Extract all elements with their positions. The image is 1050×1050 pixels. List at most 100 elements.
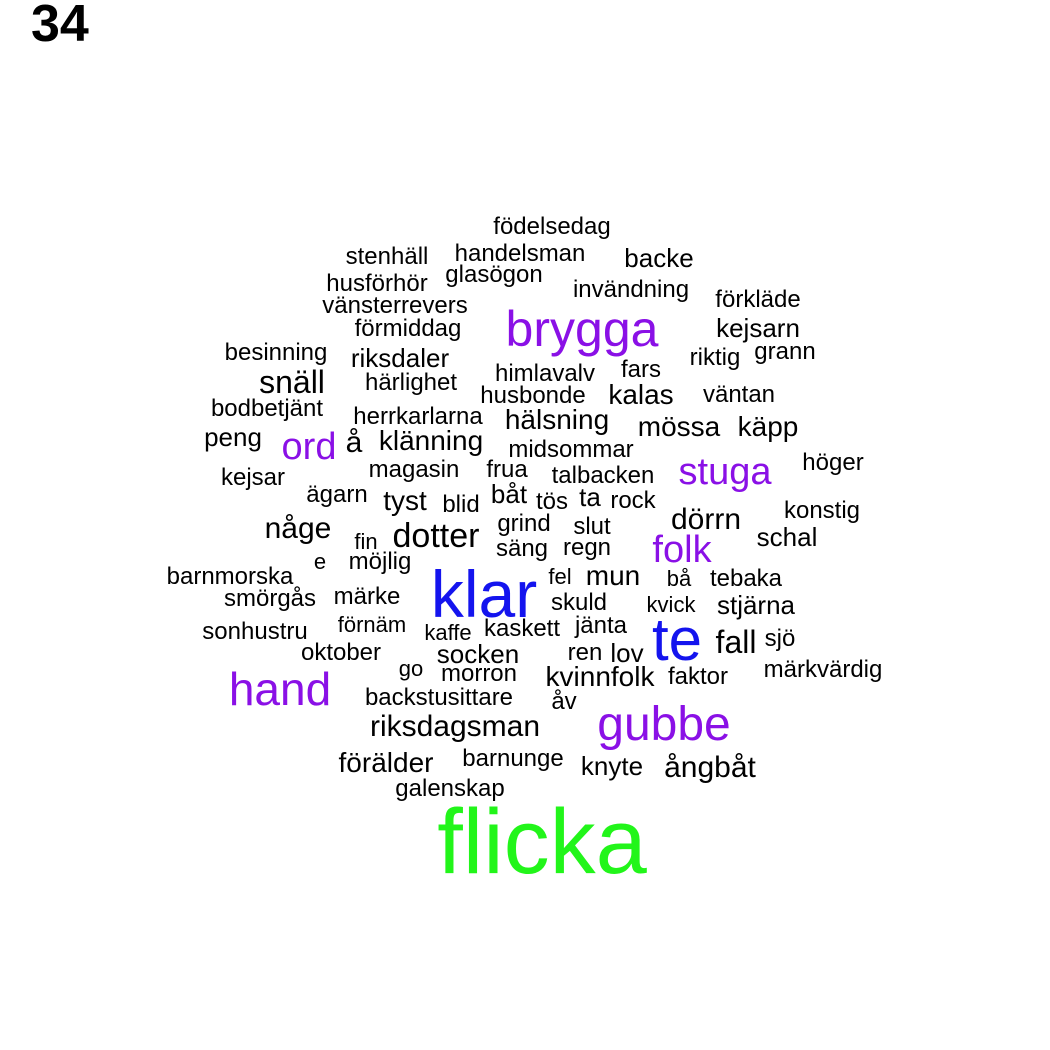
word-63: möjlig: [348, 548, 412, 575]
word-33: hälsning: [504, 404, 610, 435]
word-25: fars: [620, 356, 662, 383]
word-46: tyst: [383, 485, 427, 516]
word-48: båt: [490, 479, 528, 509]
word-37: å: [345, 426, 363, 459]
word-91: åv: [551, 688, 577, 715]
word-32: herrkarlarna: [353, 403, 483, 430]
word-31: bodbetjänt: [210, 395, 324, 422]
word-60: säng: [495, 535, 549, 562]
word-65: fel: [548, 564, 572, 589]
word-4: gubbe: [597, 698, 731, 751]
word-67: bå: [666, 566, 692, 591]
word-89: märkvärdig: [763, 656, 883, 683]
word-39: midsommar: [508, 436, 634, 463]
word-93: förälder: [338, 747, 434, 778]
word-9: födelsedag: [493, 213, 611, 240]
word-27: härlighet: [364, 369, 458, 396]
word-66: mun: [585, 560, 641, 591]
word-70: märke: [333, 583, 401, 610]
word-94: barnunge: [462, 745, 564, 772]
word-0: flicka: [437, 791, 647, 893]
word-15: invändning: [572, 276, 690, 303]
word-52: konstig: [783, 497, 861, 524]
word-78: jänta: [574, 612, 628, 639]
word-34: mössa: [637, 411, 721, 442]
word-97: galenskap: [395, 775, 505, 802]
word-57: dörrn: [670, 503, 742, 536]
word-29: kalas: [608, 379, 674, 410]
word-54: dotter: [392, 517, 480, 555]
word-68: tebaka: [709, 565, 783, 592]
word-40: höger: [802, 449, 864, 476]
word-1: klar: [430, 557, 538, 631]
word-26: himlavalv: [494, 360, 596, 387]
word-53: någe: [264, 512, 332, 545]
word-10: stenhäll: [345, 243, 429, 270]
word-83: ren: [567, 639, 603, 666]
word-35: käpp: [737, 411, 799, 442]
word-76: kaffe: [424, 620, 472, 645]
word-20: besinning: [224, 339, 328, 366]
word-43: frua: [486, 456, 528, 483]
word-24: snäll: [259, 364, 325, 400]
page-number: 34: [31, 0, 89, 53]
word-14: husförhör: [326, 270, 428, 297]
word-45: ägarn: [306, 481, 368, 508]
word-82: socken: [436, 639, 520, 669]
word-49: tös: [535, 488, 569, 515]
word-95: knyte: [580, 751, 644, 781]
word-61: regn: [562, 534, 612, 561]
word-51: rock: [610, 487, 656, 514]
word-23: grann: [754, 338, 816, 365]
word-21: riksdaler: [350, 343, 450, 373]
word-30: väntan: [702, 381, 776, 408]
word-28: husbonde: [480, 382, 586, 409]
word-87: kvinnfolk: [545, 661, 655, 692]
word-56: slut: [573, 513, 611, 540]
word-90: backstusittare: [364, 684, 514, 711]
word-69: smörgås: [223, 585, 317, 612]
word-73: stjärna: [716, 590, 796, 620]
word-72: kvick: [646, 592, 696, 617]
word-17: förkläde: [715, 286, 801, 313]
word-19: kejsarn: [716, 313, 800, 343]
word-81: oktober: [300, 639, 382, 666]
word-2: te: [651, 606, 703, 673]
word-79: fall: [715, 624, 757, 660]
word-62: e: [313, 549, 327, 574]
word-3: brygga: [505, 301, 659, 357]
word-50: ta: [579, 482, 601, 512]
word-6: stuga: [678, 451, 772, 493]
word-85: go: [398, 656, 424, 681]
word-13: glasögon: [445, 261, 543, 288]
word-38: klänning: [378, 425, 484, 456]
word-59: fin: [354, 529, 378, 554]
word-71: skuld: [550, 589, 608, 616]
word-88: faktor: [667, 663, 729, 690]
word-41: kejsar: [220, 464, 286, 491]
word-44: talbacken: [551, 462, 655, 489]
word-8: ord: [281, 426, 337, 468]
word-36: peng: [204, 422, 262, 452]
word-75: förnäm: [337, 612, 407, 637]
word-55: grind: [497, 510, 551, 537]
word-7: folk: [652, 529, 712, 571]
word-18: förmiddag: [354, 315, 462, 342]
word-11: handelsman: [454, 240, 586, 267]
word-84: lov: [610, 638, 644, 668]
word-86: morron: [440, 660, 518, 687]
word-64: barnmorska: [166, 563, 294, 590]
word-5: hand: [228, 663, 332, 715]
word-16: vänsterrevers: [322, 292, 468, 319]
word-58: schal: [756, 522, 818, 552]
word-47: blid: [442, 491, 480, 518]
word-80: sjö: [764, 625, 796, 652]
word-22: riktig: [689, 344, 741, 371]
word-74: sonhustru: [202, 618, 308, 645]
word-77: kaskett: [483, 615, 561, 642]
word-42: magasin: [368, 456, 460, 483]
word-12: backe: [624, 243, 694, 273]
word-92: riksdagsman: [369, 710, 541, 743]
word-96: ångbåt: [664, 751, 756, 784]
